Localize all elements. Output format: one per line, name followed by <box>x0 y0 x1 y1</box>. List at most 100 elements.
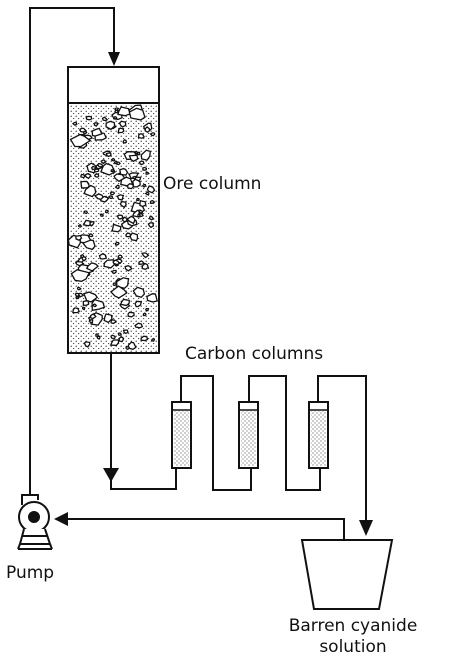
barren-label-line2: solution <box>319 637 387 657</box>
ore-particle <box>105 120 116 131</box>
ore-particle <box>110 334 116 340</box>
ore-particle <box>126 182 135 190</box>
ore-particle <box>88 319 94 324</box>
ore-particle <box>110 169 115 173</box>
ore-particle <box>138 160 145 166</box>
ore-particle <box>83 172 92 180</box>
ore-particle <box>80 173 86 179</box>
pump-icon <box>17 494 53 550</box>
ore-particle <box>125 345 131 351</box>
ore-particle <box>132 286 146 299</box>
ore-particle <box>147 222 155 229</box>
ore-particle <box>103 259 115 269</box>
ore-particle <box>89 313 97 320</box>
ore-particle <box>99 213 104 217</box>
carbon-column-2 <box>238 401 259 469</box>
ore-particle <box>137 209 143 214</box>
pump-label: Pump <box>6 563 55 583</box>
ore-particle <box>113 115 118 120</box>
ore-particle <box>109 339 120 347</box>
ore-particle <box>144 126 151 133</box>
ore-particle <box>126 215 136 225</box>
ore-particle <box>113 173 126 183</box>
ore-particle <box>149 132 156 137</box>
ore-particle <box>119 298 130 307</box>
ore-column-label: Ore column <box>163 174 262 194</box>
ore-particle <box>105 152 112 158</box>
ore-particle <box>114 184 120 190</box>
ore-particle <box>91 127 103 137</box>
ore-particle <box>83 210 89 215</box>
ore-particle <box>96 162 104 168</box>
ore-particle <box>82 300 90 306</box>
ore-particle <box>119 201 127 209</box>
ore-particle <box>104 209 109 214</box>
ore-particle <box>75 296 81 300</box>
carbon-column-3 <box>308 401 329 469</box>
ore-column <box>67 66 160 354</box>
carbon-column-1 <box>171 401 192 469</box>
ore-particle <box>114 241 120 246</box>
ore-particle <box>110 285 128 299</box>
ore-particle <box>81 306 86 311</box>
ore-particle <box>72 307 81 314</box>
ore-particle <box>124 265 133 272</box>
ore-particle <box>133 151 139 155</box>
ore-particle <box>91 298 106 312</box>
ore-particle <box>127 341 137 351</box>
ore-particle <box>70 268 91 282</box>
ore-particle <box>145 171 150 175</box>
ore-particle <box>132 178 141 188</box>
ore-particle <box>93 122 99 127</box>
carbon-column-piping <box>180 375 367 522</box>
ore-particle <box>151 337 156 342</box>
ore-particle <box>146 293 159 303</box>
ore-outlet-line <box>110 353 177 490</box>
ore-particle <box>128 107 146 121</box>
ore-particle <box>110 157 116 162</box>
ore-particle <box>98 253 108 260</box>
ore-particle <box>88 233 94 238</box>
ore-particle <box>111 223 122 233</box>
ore-particle <box>95 333 100 337</box>
ore-particle <box>93 168 100 173</box>
ore-particle <box>82 219 91 227</box>
ore-particle <box>148 215 155 221</box>
ore-particle <box>83 291 99 303</box>
ore-particle <box>137 133 145 139</box>
ore-particle <box>108 195 114 200</box>
ore-particle <box>77 223 83 228</box>
ore-particle <box>90 165 97 171</box>
ore-particle <box>86 262 99 272</box>
recycle-line <box>29 7 115 500</box>
ore-particle <box>125 232 132 238</box>
ore-particle <box>96 335 101 340</box>
return-line <box>66 518 345 540</box>
ore-particle <box>100 159 107 164</box>
carbon-columns-label: Carbon columns <box>185 344 324 364</box>
ore-particle <box>140 335 149 342</box>
ore-particle <box>141 262 150 271</box>
ore-particle <box>71 121 78 126</box>
ore-particle <box>142 166 147 171</box>
ore-particle <box>80 180 91 189</box>
ore-particle <box>118 336 124 343</box>
ore-particle <box>109 191 116 196</box>
ore-particle <box>118 120 127 128</box>
ore-particle <box>94 173 100 178</box>
ore-particle <box>132 175 137 180</box>
ore-particle <box>69 133 92 148</box>
ore-particle <box>127 311 135 318</box>
ore-particle <box>128 154 139 163</box>
ore-particle <box>85 115 93 121</box>
ore-particle <box>112 259 121 266</box>
ore-particle <box>117 127 125 134</box>
ore-particle <box>145 307 150 312</box>
ore-particle <box>140 149 152 161</box>
ore-particle <box>83 341 91 348</box>
ore-particle <box>121 216 128 223</box>
ore-particle <box>75 234 83 241</box>
ore-particle <box>149 199 156 204</box>
